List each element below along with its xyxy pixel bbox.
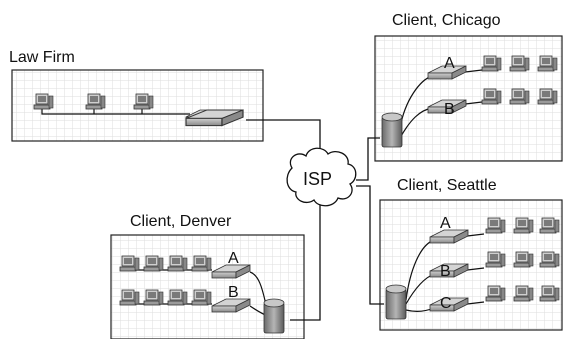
seattle-c-computer-3-icon [539,285,560,302]
chicago-b-computer-1-icon [481,88,502,105]
seattle-a-computer-2-icon [513,217,534,234]
link-isp-seattle [356,185,384,305]
chicago-hub-a-label: A [444,55,455,72]
seattle-router-icon [385,284,407,320]
seattle-c-computer-1-icon [485,285,506,302]
seattle-hub-c-label: C [440,295,452,312]
denver-a-computer-3-icon [167,255,188,272]
law-firm-computer-3-icon [133,93,154,110]
law-firm-computer-2-icon [85,93,106,110]
chicago-box [374,35,563,162]
link-law-firm-isp [246,119,321,160]
denver-b-computer-3-icon [167,289,188,306]
denver-hub-a-label: A [228,250,239,267]
isp-label: ISP [303,169,332,189]
seattle-title: Client, Seattle [397,177,497,194]
link-isp-denver [290,202,321,321]
law-firm-backbone [41,109,190,115]
denver-b-computer-4-icon [191,289,212,306]
denver-b-computer-2-icon [143,289,164,306]
chicago-hub-b-label: B [444,101,455,118]
seattle-a-computer-1-icon [485,217,506,234]
law-firm-lan [33,93,244,127]
link-isp-chicago [356,137,380,181]
chicago-b-computer-2-icon [509,88,530,105]
chicago-a-computer-1-icon [481,55,502,72]
denver-hub-b-label: B [228,284,239,301]
seattle-hub-b-label: B [440,263,451,280]
denver-router-icon [263,298,285,334]
law-firm-title: Law Firm [9,49,75,66]
denver-lan: A B [119,250,285,334]
chicago-router-icon [381,112,403,148]
isp-cloud: ISP [286,147,357,207]
chicago-a-computer-2-icon [509,55,530,72]
seattle-hub-a-label: A [440,215,451,232]
chicago-lan: A B [381,55,558,148]
denver-title: Client, Denver [130,213,232,230]
denver-a-computer-4-icon [191,255,212,272]
denver-a-computer-1-icon [119,255,140,272]
seattle-b-computer-2-icon [513,251,534,268]
seattle-a-computer-3-icon [539,217,560,234]
wan-links [246,119,384,321]
seattle-lan: A B C [385,215,560,320]
chicago-title: Client, Chicago [392,12,501,29]
denver-b-computer-1-icon [119,289,140,306]
denver-a-computer-2-icon [143,255,164,272]
seattle-b-computer-1-icon [485,251,506,268]
seattle-c-computer-2-icon [513,285,534,302]
law-firm-computer-1-icon [33,93,54,110]
seattle-b-computer-3-icon [539,251,560,268]
chicago-a-computer-3-icon [537,55,558,72]
chicago-b-computer-3-icon [537,88,558,105]
